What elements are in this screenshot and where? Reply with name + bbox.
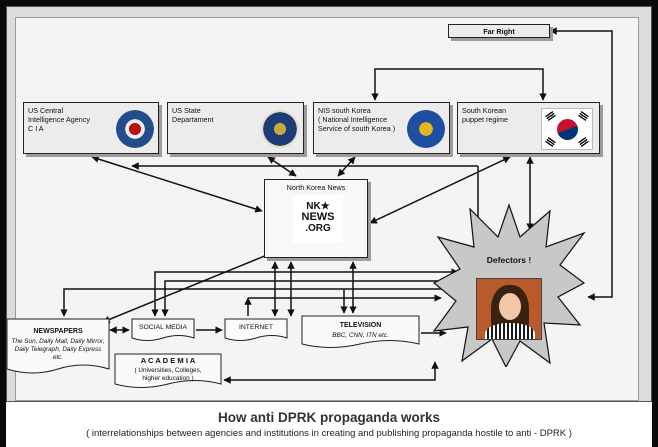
television-list: BBC, CNN, ITN etc. [332, 332, 389, 339]
nk-logo-line1: NK★ [306, 201, 330, 212]
academia-title: A C A D E M I A [140, 356, 196, 365]
north-korea-news-label: North Korea News [286, 183, 346, 192]
television-box: TELEVISION BBC, CNN, ITN etc. [301, 315, 420, 351]
defectors-label: Defectors ! [486, 255, 532, 265]
nk-logo-line2: NEWS [301, 211, 335, 223]
north-korea-news-box: North Korea News NK★ NEWS .ORG [264, 179, 368, 258]
south-korea-box: South Korean puppet regime [457, 102, 600, 154]
academia-list: ( Universities, Colleges, higher educati… [134, 367, 202, 382]
defector-portrait [476, 278, 542, 340]
nknews-logo-icon: NK★ NEWS .ORG [293, 195, 343, 243]
state-department-box: US State Departament [167, 102, 304, 154]
cia-label: US Central Intelligence Agency C I A [28, 106, 90, 133]
nk-logo-line3: .ORG [305, 223, 331, 234]
caption-title: How anti DPRK propaganda works [217, 410, 441, 425]
south-korea-flag-icon [541, 108, 593, 150]
nis-box: NIS south Korea ( National Intelligence … [313, 102, 450, 154]
caption-subtitle: ( interrelationships between agencies an… [86, 428, 572, 439]
internet-box: INTERNET [224, 318, 288, 344]
south-korea-label: South Korean puppet regime [462, 106, 508, 124]
social-media-box: SOCIAL MEDIA [131, 318, 195, 344]
newspapers-list: The Sun, Daily Mail, Daily Mirror, Daily… [11, 338, 105, 361]
nis-emblem-icon [407, 110, 445, 148]
cia-box: US Central Intelligence Agency C I A [23, 102, 159, 154]
newspapers-title: NEWSPAPERS [33, 328, 83, 335]
internet-label: INTERNET [239, 324, 273, 331]
state-department-label: US State Departament [172, 106, 214, 124]
state-department-seal-icon [261, 110, 299, 148]
far-right-label: Far Right [483, 27, 515, 36]
television-title: TELEVISION [339, 322, 382, 329]
caption-panel: How anti DPRK propaganda works ( interre… [6, 402, 652, 447]
cia-seal-icon [116, 110, 154, 148]
academia-box: A C A D E M I A ( Universities, Colleges… [114, 353, 222, 391]
far-right-box: Far Right [448, 24, 550, 38]
newspapers-box: NEWSPAPERS The Sun, Daily Mail, Daily Mi… [6, 318, 110, 378]
social-media-label: SOCIAL MEDIA [138, 324, 188, 331]
defectors-burst: Defectors ! [432, 203, 586, 367]
nis-label: NIS south Korea ( National Intelligence … [318, 106, 396, 133]
